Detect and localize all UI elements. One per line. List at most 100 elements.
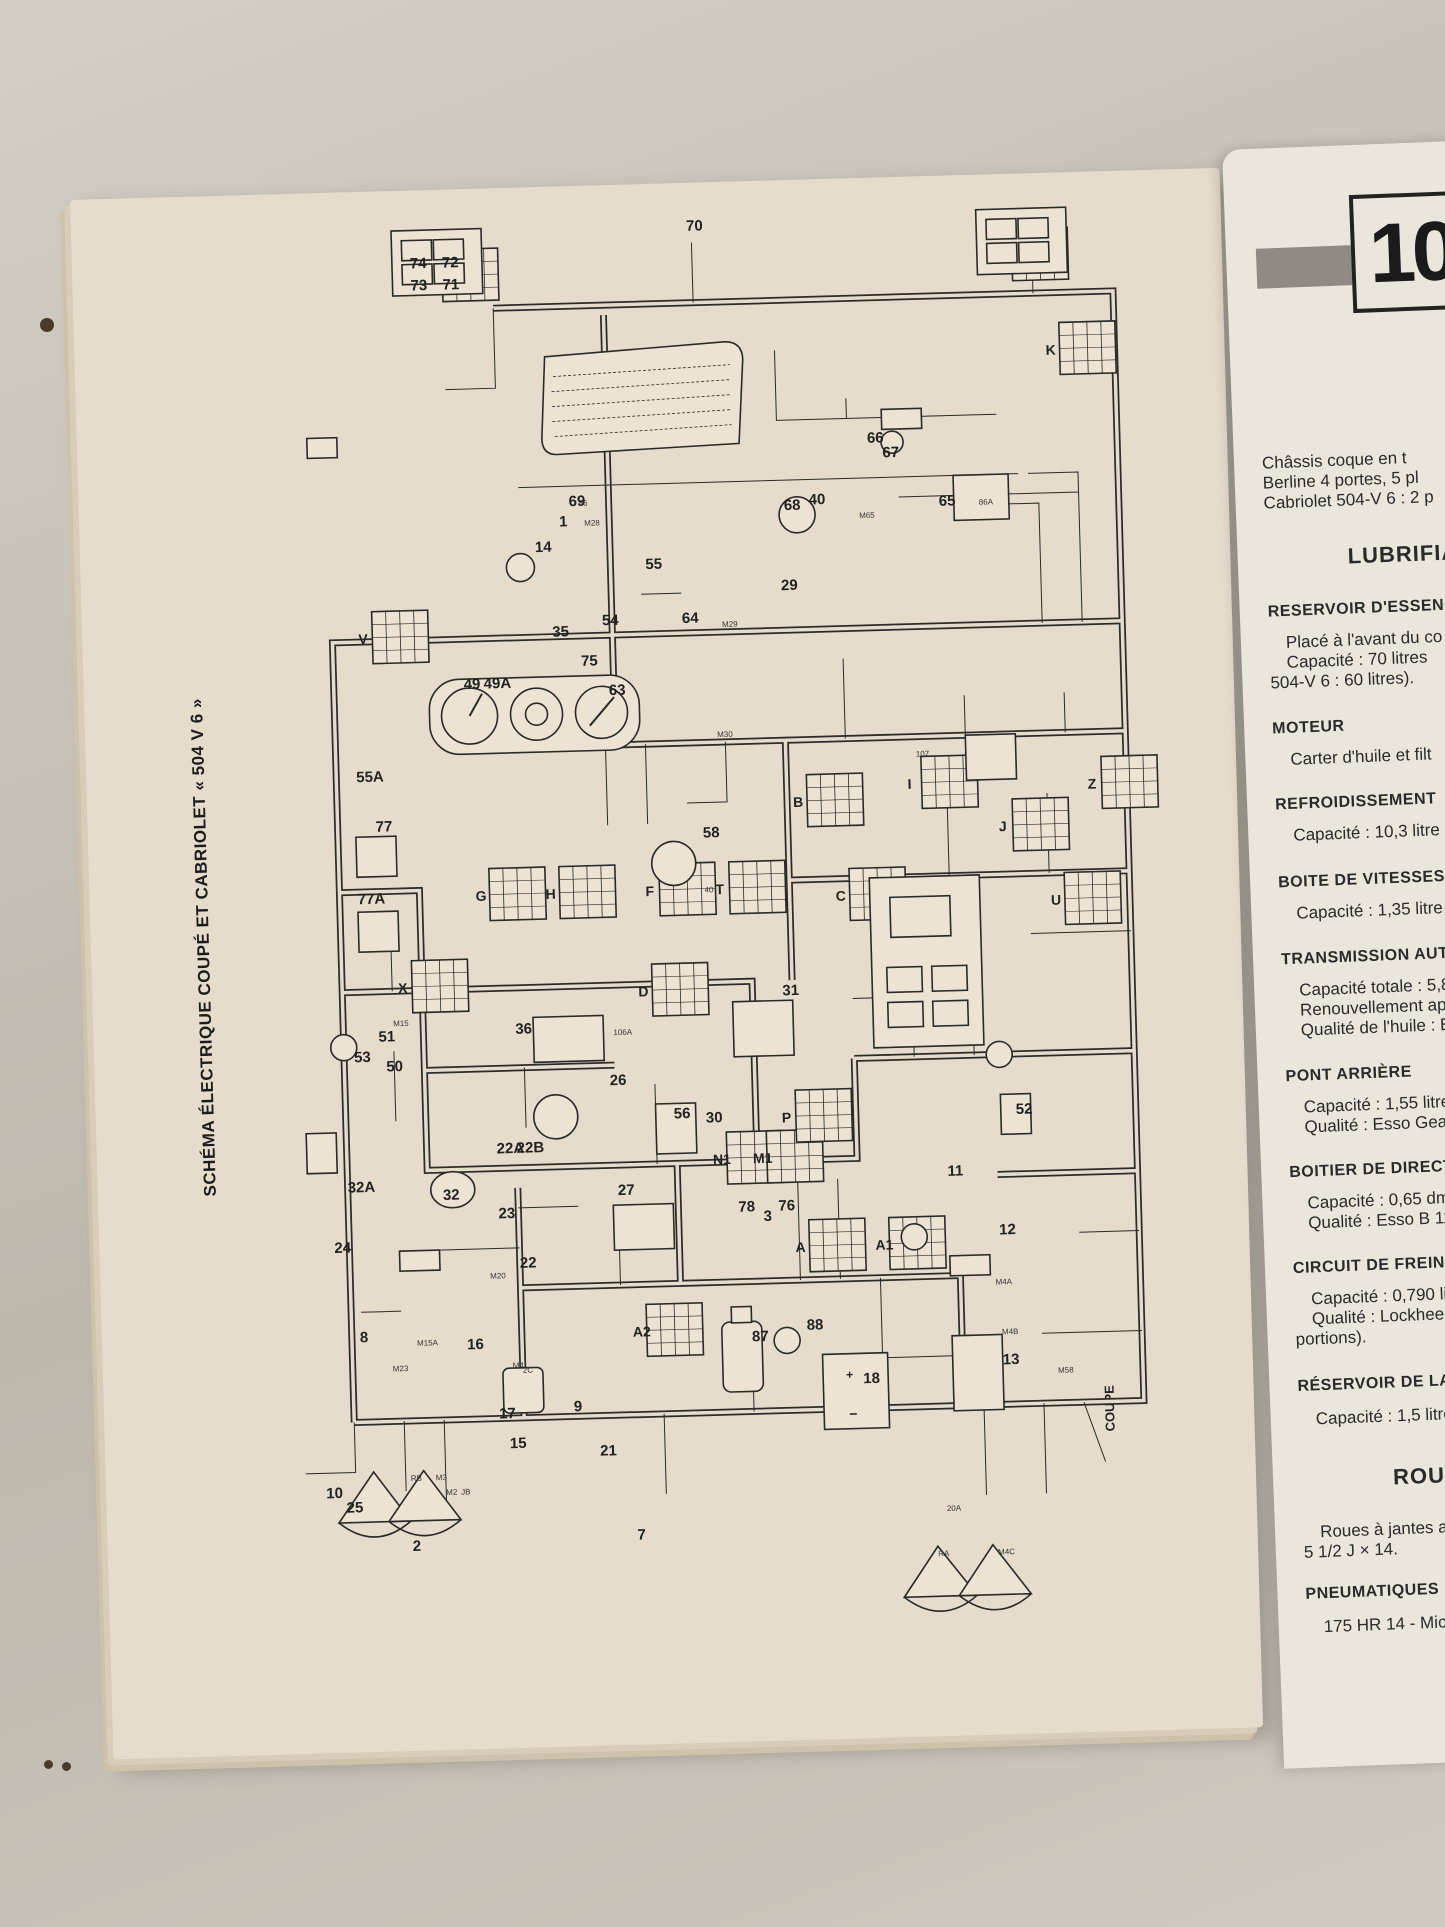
wire-code: M4C [998,1547,1015,1556]
heated-rear-window [541,340,744,456]
ignition-coil [721,1305,765,1393]
spec-label: TRANSMISSION AUTO [1280,944,1445,969]
component-label: 49A [483,675,511,693]
component-label: 22B [516,1139,544,1157]
component-label: 50 [386,1058,403,1075]
connector-j: J [999,796,1071,852]
roues-title: ROUES [1392,1461,1445,1490]
component-label: 78 [738,1198,755,1215]
component-label: 14 [535,539,553,556]
connector-label: H [545,886,556,902]
wire-code: 40 [704,885,714,894]
component-label: 58 [703,824,720,841]
spec-line: 504-V 6 : 60 litres). [1270,668,1415,693]
table-speck [62,1762,71,1771]
wire-code: M58 [1058,1365,1074,1374]
diagram-title: SCHÉMA ÉLECTRIQUE COUPÉ ET CABRIOLET « 5… [187,698,220,1197]
connector-t: T [715,859,787,915]
component-label: 3 [763,1208,772,1225]
connector-label: Z [1087,776,1096,792]
component-label: 74 [410,255,428,272]
connector-label: G [475,888,486,904]
component-label: 15 [510,1435,527,1452]
connector-label: T [715,881,724,897]
wire-code: RB [411,1474,422,1483]
wiring-diagram-page: SCHÉMA ÉLECTRIQUE COUPÉ ET CABRIOLET « 5… [70,167,1264,1760]
component-label: 51 [378,1028,395,1045]
component-label: 77 [375,818,392,835]
rear-lamp-cluster-right [974,206,1069,276]
wire-code: M4B [1002,1327,1019,1336]
component-label: 31 [782,982,799,999]
component-label: 63 [609,682,626,699]
wire-code: M28 [584,518,600,527]
spec-line: Capacité : 1,35 litre [1295,898,1444,923]
wire-code: M15A [417,1338,439,1348]
spec-label: REFROIDISSEMENT [1274,790,1437,814]
connector-label: X [398,980,408,996]
spec-label: RESERVOIR D'ESSENCE [1267,595,1445,621]
component-label: 9 [574,1398,583,1415]
pneumatiques-label: PNEUMATIQUES [1305,1580,1440,1603]
component-label: 18 [863,1370,880,1387]
component-label: 67 [882,444,899,461]
table-speck [44,1760,53,1769]
wire-code: M65 [859,511,875,520]
connector-label: N1 [713,1151,732,1167]
component-label: 75 [581,652,598,669]
component-label: 35 [552,623,569,640]
connector-label: M1 [753,1150,773,1167]
chapter-number: 10 [1348,188,1445,314]
component-label: 32A [347,1179,375,1197]
wire-code: M3 [436,1473,448,1482]
connector-i: I [907,754,980,810]
spec-label: BOITE DE VITESSES [1277,867,1445,892]
wire-code: RA [938,1549,950,1558]
headlamps-right [902,1543,1033,1613]
component-label: 29 [781,577,798,594]
table-speck [40,318,54,332]
component-label: 32 [443,1187,460,1204]
spec-label: RÉSERVOIR DE LAVE [1297,1371,1445,1396]
connector-a2: A2 [633,1301,705,1358]
spec-label: PONT ARRIÈRE [1285,1063,1413,1086]
component-label: 77A [357,890,385,908]
component-label: 87 [752,1328,769,1345]
connector-z: Z [1087,754,1160,810]
connector-label: P [782,1109,792,1125]
component-label: 54 [602,612,620,629]
wire-code: JB [461,1487,471,1496]
lubrification-title: LUBRIFIA [1347,539,1445,569]
battery: + − [821,1351,891,1431]
wire-code: 86A [979,497,994,506]
component-label: 10 [326,1485,343,1502]
wire-code: M30 [717,730,733,739]
component-label: 24 [334,1240,352,1257]
connector-label: D [638,983,649,999]
component-label: 55A [356,768,384,786]
wire-code: 106A [613,1028,633,1038]
component-label: 56 [674,1105,691,1122]
component-label: 70 [686,217,703,234]
connector-p: P [782,1087,854,1143]
headlamps-left [337,1469,463,1538]
connector-k: K [1045,320,1118,376]
component-label: 2 [412,1538,421,1555]
wire-code: 2C [523,1366,534,1375]
fuse-box [868,874,985,1049]
component-label: 16 [467,1336,484,1353]
switch-and-component-icons [305,407,1033,1414]
wire-code: M15 [393,1019,409,1028]
component-label: 64 [682,610,700,627]
component-label: 11 [947,1162,963,1179]
spec-line: Capacité : 1,5 litre [1315,1404,1445,1429]
component-label: 8 [360,1329,369,1346]
wire-code: M23 [393,1364,409,1373]
connector-label: I [907,776,911,792]
connector-label: U [1051,892,1062,908]
svg-text:−: − [849,1405,858,1421]
component-label: 25 [346,1499,363,1516]
wire-code: 86 [579,499,589,508]
connector-v: V [358,609,430,665]
